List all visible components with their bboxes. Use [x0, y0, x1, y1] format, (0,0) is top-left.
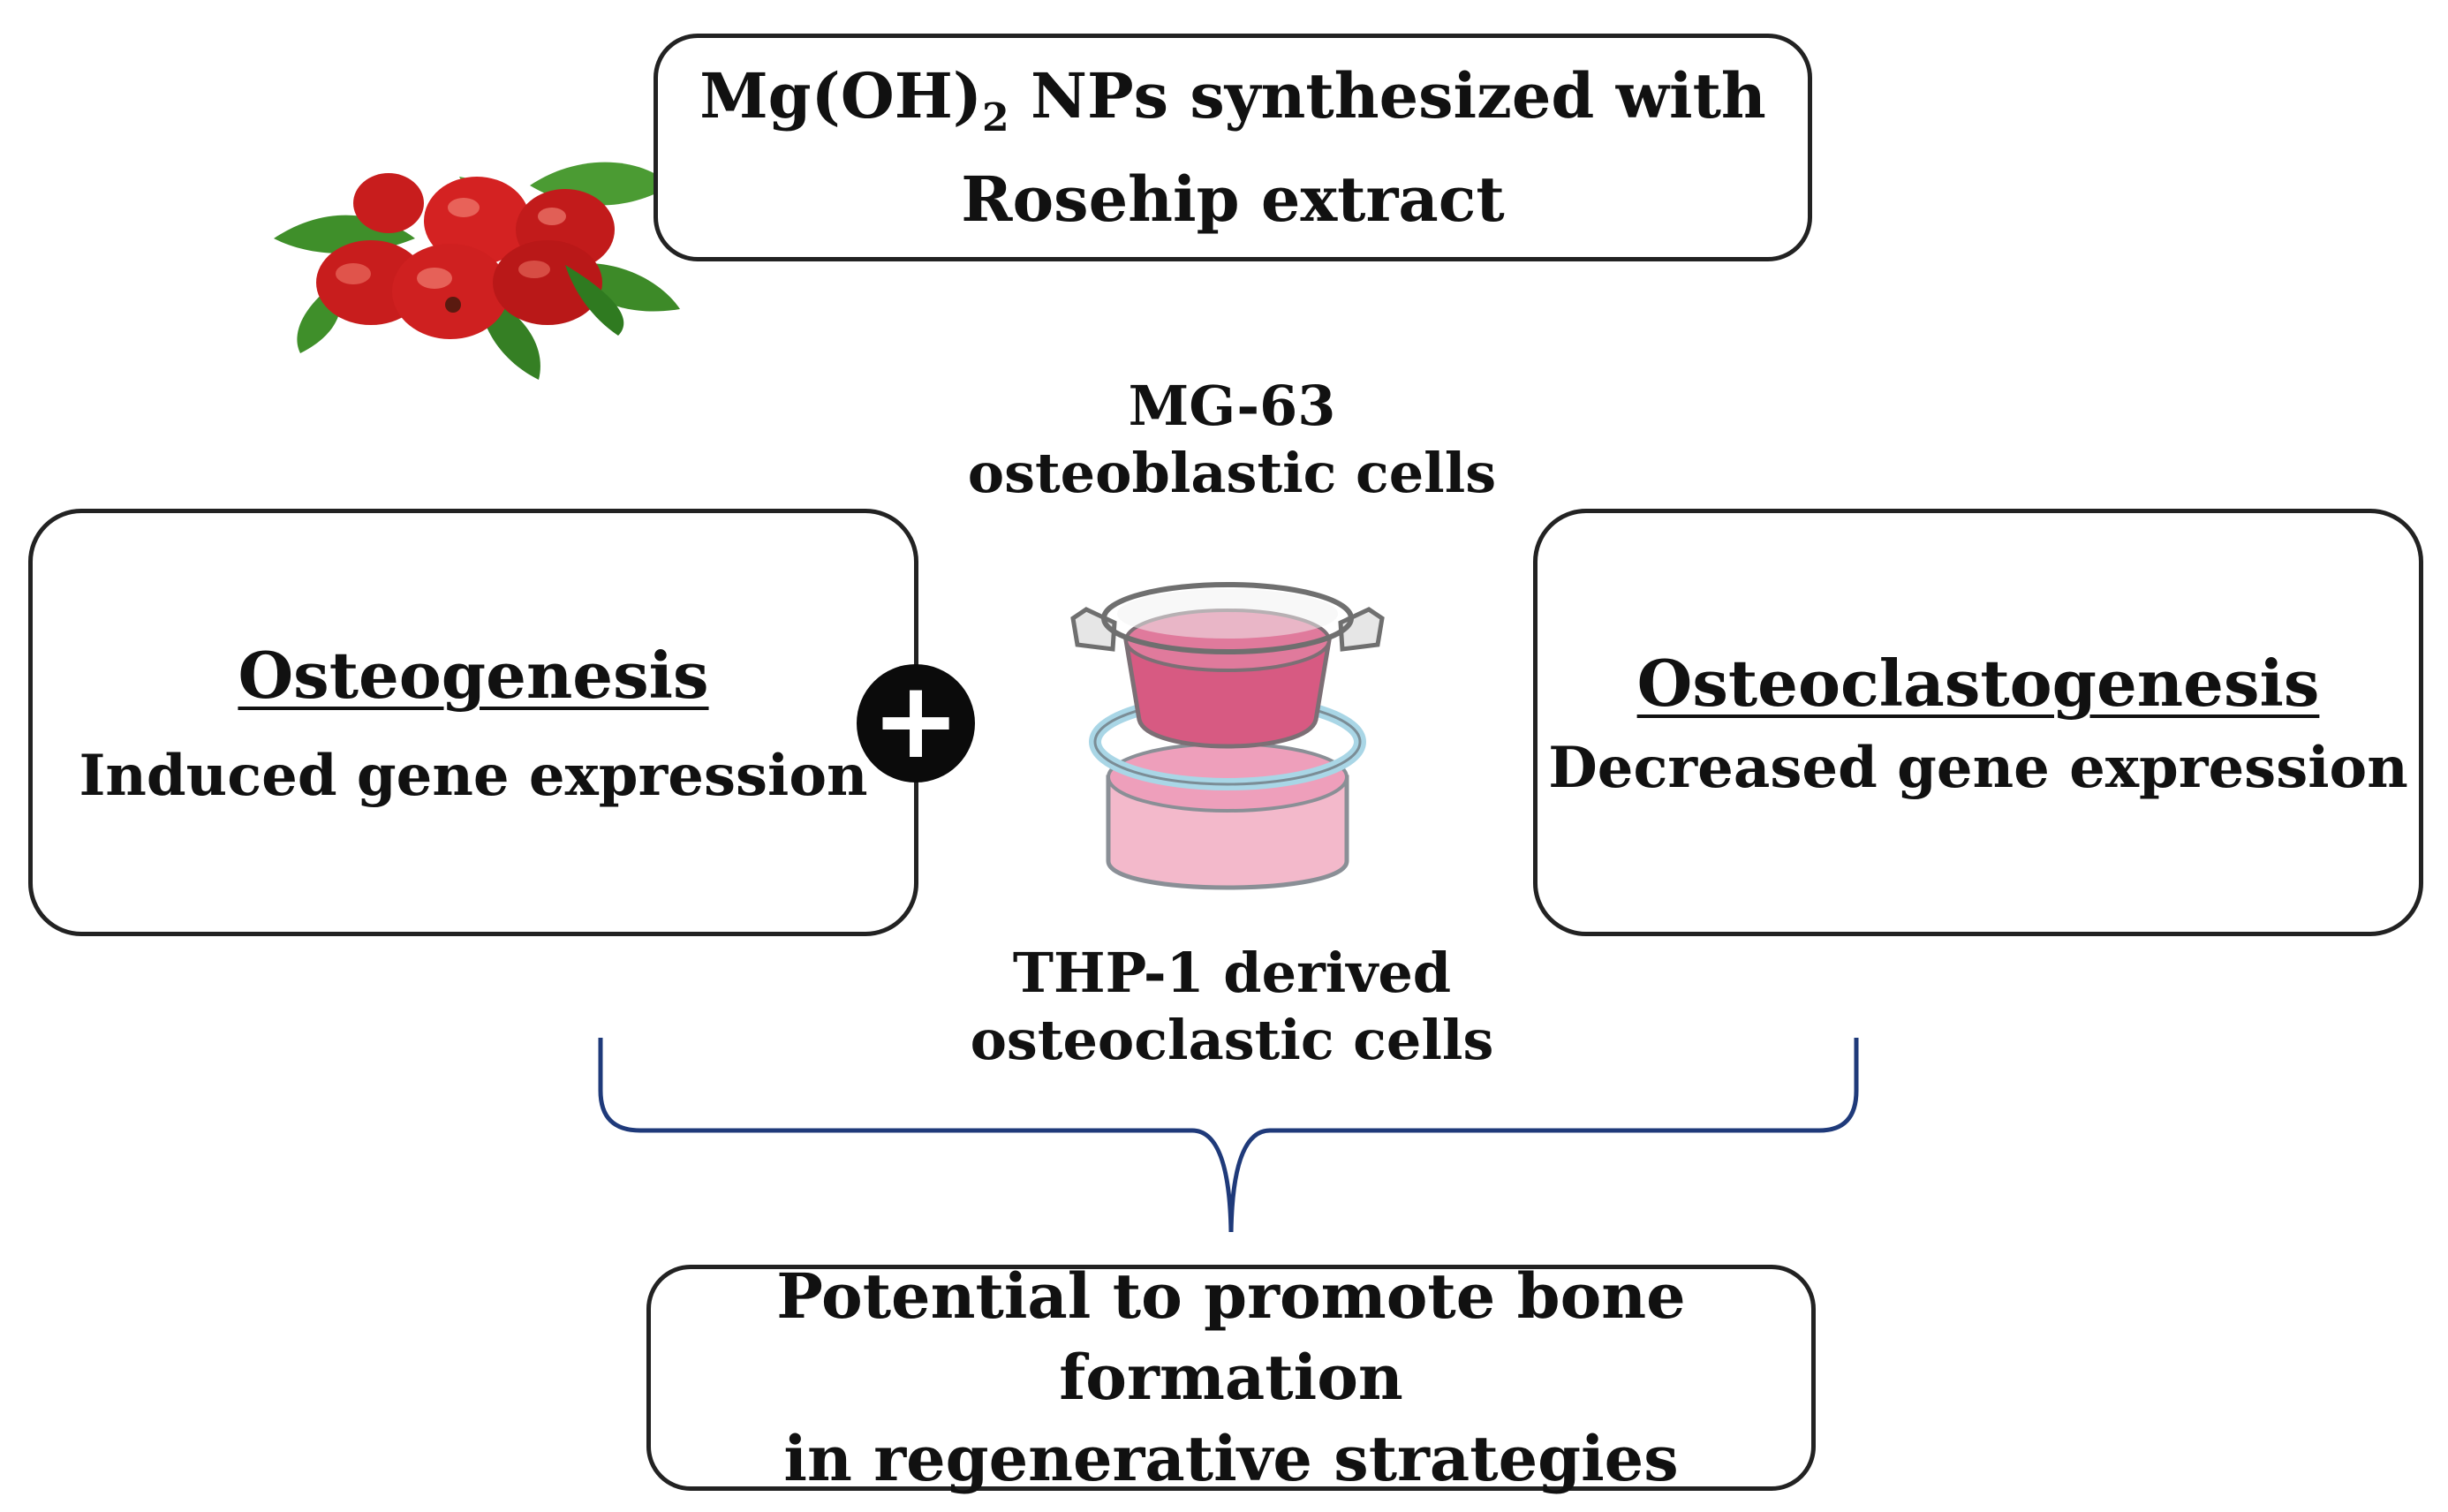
- formula-prefix: Mg(OH): [699, 58, 982, 132]
- left-box: Osteogenesis Induced gene expression: [28, 509, 918, 936]
- upper-cell-label-line1: MG-63: [1128, 374, 1336, 438]
- upper-cell-label-line2: osteoblastic cells: [967, 441, 1497, 505]
- rosehip-berries-icon: [274, 162, 680, 380]
- lower-cell-label: THP-1 derived osteoclastic cells: [954, 940, 1510, 1074]
- left-box-text: Induced gene expression: [79, 743, 868, 809]
- upper-cell-label: MG-63 osteoblastic cells: [963, 373, 1501, 507]
- merge-brace: [598, 1038, 1859, 1233]
- top-box-line2: Rosehip extract: [961, 162, 1505, 236]
- plus-icon: +: [857, 664, 975, 782]
- bottom-box-line2: in regenerative strategies: [783, 1422, 1679, 1495]
- formula-subscript: 2: [981, 94, 1009, 140]
- lower-cell-label-line2: osteoclastic cells: [970, 1008, 1494, 1072]
- right-box-text: Decreased gene expression: [1548, 735, 2408, 801]
- top-box-line1: Mg(OH)2 NPs synthesized with: [699, 56, 1766, 159]
- transwell-culture-icon: [1070, 582, 1385, 890]
- formula-suffix: NPs synthesized with: [1009, 58, 1766, 132]
- top-box: Mg(OH)2 NPs synthesized with Rosehip ext…: [654, 34, 1812, 261]
- left-box-title: Osteogenesis: [238, 638, 709, 713]
- right-box-title: Osteoclastogenesis: [1636, 646, 2320, 721]
- bottom-box: Potential to promote bone formation in r…: [646, 1259, 1816, 1495]
- right-box: Osteoclastogenesis Decreased gene expres…: [1533, 509, 2423, 936]
- bottom-box-line1: Potential to promote bone formation: [776, 1259, 1686, 1414]
- lower-cell-label-line1: THP-1 derived: [1012, 941, 1452, 1005]
